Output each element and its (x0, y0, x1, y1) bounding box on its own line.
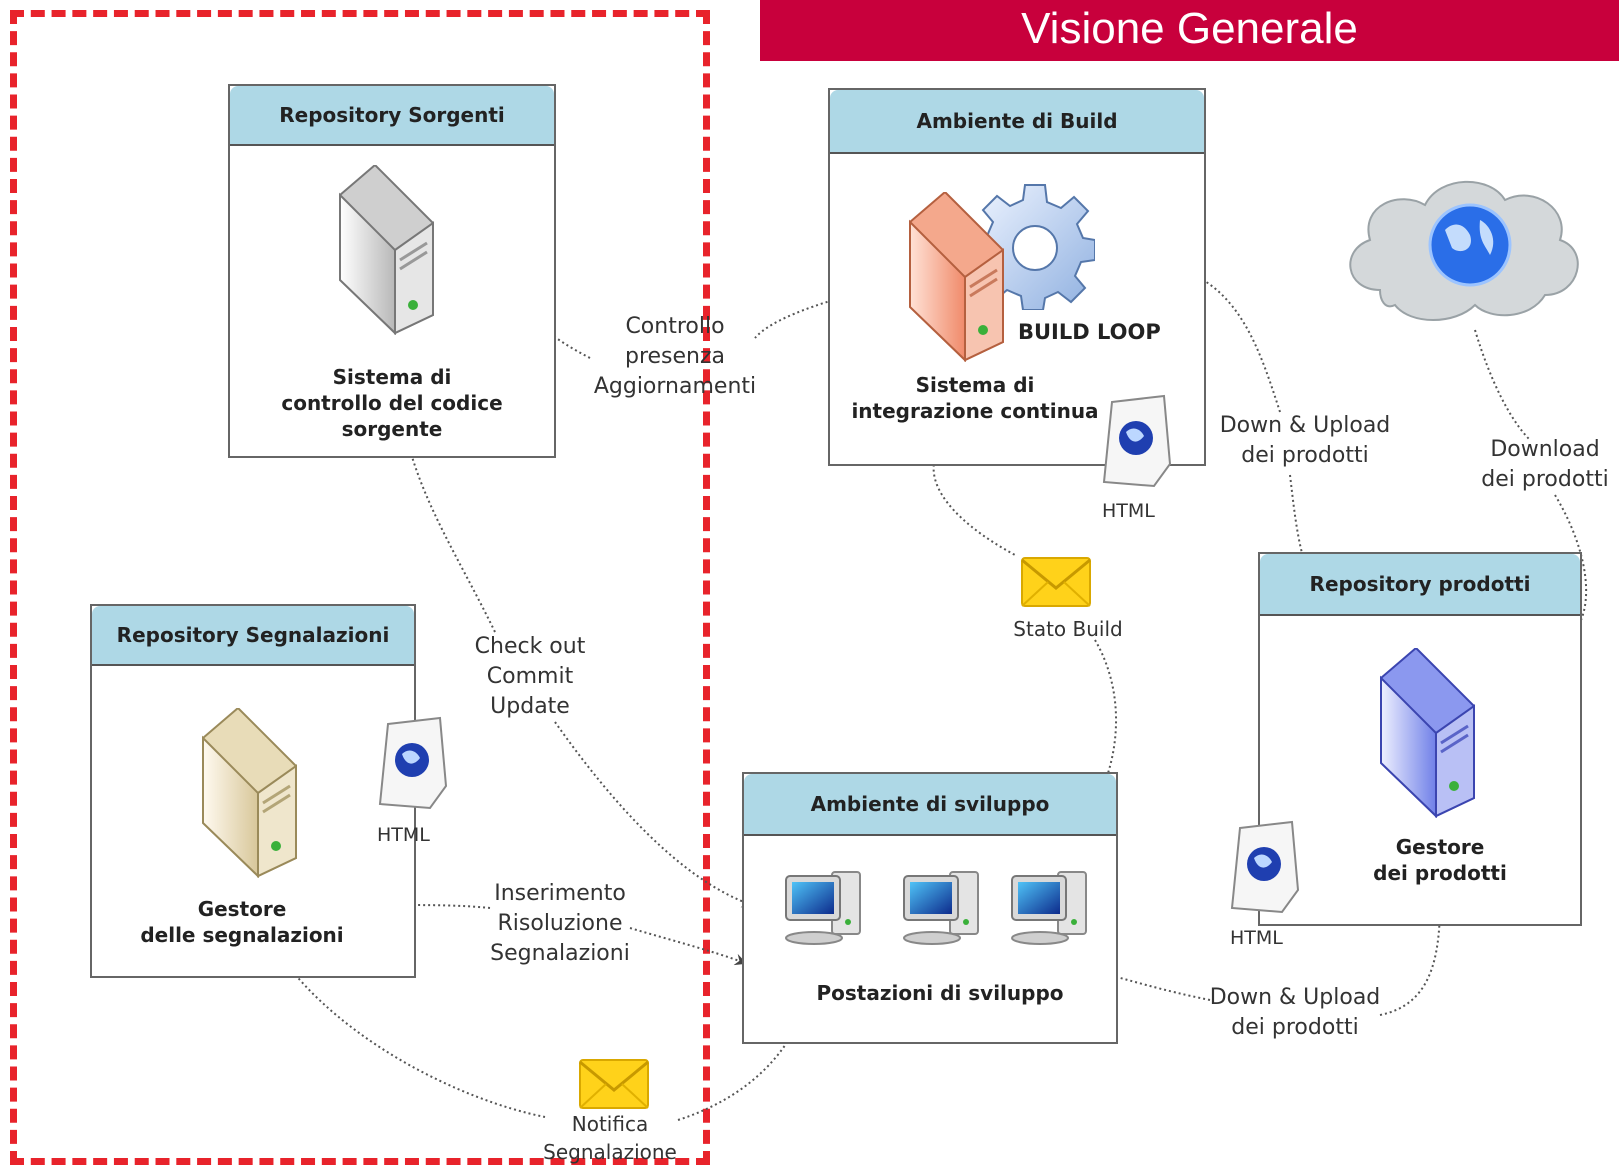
server-prodotti-icon (1376, 646, 1481, 822)
arrow-checkout-to-dev (554, 721, 754, 908)
arrow-checkout-to-repo (401, 428, 496, 633)
highlight-frame (10, 10, 710, 1165)
repository-prodotti-header: Repository prodotti (1260, 554, 1580, 616)
ambiente-sviluppo-label: Postazioni di sviluppo (816, 981, 1064, 1005)
internet-cloud-icon (1340, 170, 1585, 334)
ambiente-build-header: Ambiente di Build (830, 90, 1204, 154)
arrow-cloud-to-download (1474, 329, 1531, 441)
page-title: Visione Generale (760, 0, 1619, 61)
server-build-icon (905, 190, 1010, 366)
html-document-icon (370, 716, 450, 816)
server-segnalazioni-icon (198, 706, 303, 882)
connector-label-checkout: Check out Commit Update (474, 634, 586, 719)
connector-label-down-upload-dev: Down & Upload dei prodotti (1209, 985, 1381, 1040)
build-loop-label: BUILD LOOP (1018, 320, 1161, 344)
repository-prodotti-label: Gestore dei prodotti (1373, 835, 1507, 885)
arrow-notifica-from-gestore (279, 954, 546, 1118)
connector-label-download: Download dei prodotti (1481, 437, 1609, 492)
repository-sorgenti-header: Repository Sorgenti (230, 86, 554, 146)
html-badge-prodotti: HTML (1230, 927, 1283, 949)
connector-label-controllo: Controllo presenza Aggiornamenti (593, 314, 757, 399)
arrow-downup-to-prodotti (1289, 474, 1392, 640)
repository-segnalazioni-label: Gestore delle segnalazioni (140, 897, 344, 947)
connector-label-notifica: Notifica Segnalazione (543, 1112, 677, 1164)
repository-segnalazioni-header: Repository Segnalazioni (92, 606, 414, 666)
workstation-icon (900, 866, 982, 950)
html-badge-build: HTML (1102, 500, 1155, 522)
html-document-icon (1222, 820, 1302, 920)
html-document-icon (1094, 394, 1174, 494)
arrow-inserimento-to-gestore (390, 899, 491, 912)
mail-envelope-icon (1020, 556, 1092, 612)
ambiente-sviluppo-header: Ambiente di sviluppo (744, 774, 1116, 836)
arrow-download-to-prodotti (1528, 494, 1588, 658)
arrow-inserimento-to-dev (629, 927, 747, 966)
server-icon (335, 163, 440, 339)
mail-envelope-icon (578, 1058, 650, 1114)
workstation-icon (782, 866, 864, 950)
repository-prodotti-box: Repository prodotti Gestore dei prodotti (1258, 552, 1582, 926)
repository-sorgenti-label: Sistema di controllo del codice sorgente (281, 365, 503, 441)
connector-label-inserimento: Inserimento Risoluzione Segnalazioni (490, 881, 630, 966)
arrow-stato-to-dev (1073, 639, 1118, 837)
html-badge-segnalazioni: HTML (377, 824, 430, 846)
workstation-icon (1008, 866, 1090, 950)
repository-segnalazioni-box: Repository Segnalazioni Gestore delle se… (90, 604, 416, 978)
connector-label-down-upload-build: Down & Upload dei prodotti (1219, 413, 1391, 468)
connector-label-stato-build: Stato Build (1013, 617, 1123, 641)
ambiente-build-label: Sistema di integrazione continua (851, 373, 1099, 423)
repository-sorgenti-box: Repository Sorgenti Sistema di controllo… (228, 84, 556, 458)
gear-icon (974, 180, 1096, 314)
